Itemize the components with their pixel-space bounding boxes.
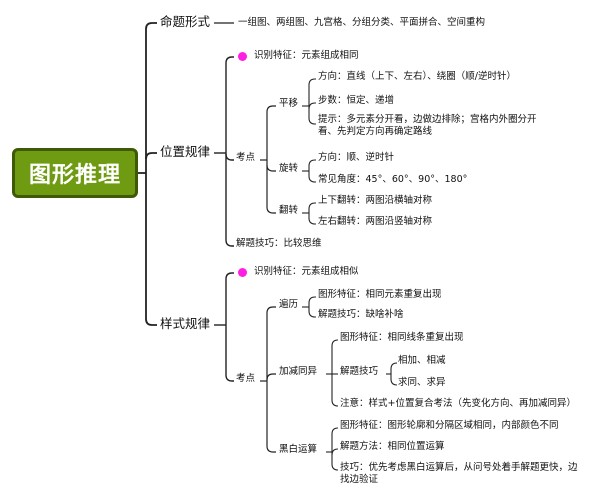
connector-line (308, 159, 316, 167)
connector-line (266, 164, 276, 172)
connector-line (225, 374, 234, 382)
pingyi-label: 平移 (279, 98, 299, 109)
bianli-feature: 图形特征：相同元素重复出现 (318, 289, 442, 300)
connector-line (308, 310, 316, 318)
connector-line (308, 202, 316, 210)
proposition-form-content: 一组图、两组图、九宫格、分组分类、平面拼合、空间重构 (238, 17, 486, 28)
topic-position-rule: 位置规律 (160, 144, 211, 159)
connector-line (331, 463, 339, 471)
connector-line (308, 175, 316, 183)
bianli-label: 遍历 (279, 299, 299, 310)
bullet-dot (238, 268, 247, 277)
heibai-method: 解题方法：相同位置运算 (340, 441, 445, 452)
jiajian-note: 注意：样式+位置复合考法（先变化方向、再加减同异） (340, 398, 576, 409)
bianli-skill: 解题技巧：缺啥补啥 (318, 309, 404, 320)
style-feature: 识别特征：元素组成相似 (254, 266, 359, 277)
xuanzhuan-angles: 常见角度：45°、60°、90°、180° (318, 174, 468, 185)
connector-line (308, 102, 316, 110)
heibai-feature: 图形特征：图形轮廓和分隔区域相同，内部颜色不同 (340, 420, 559, 431)
pingyi-direction: 方向：直线（上下、左右）、绕圈（顺/逆时针） (318, 71, 516, 82)
pingyi-steps: 步数：恒定、递增 (318, 95, 395, 106)
heibai-label: 黑白运算 (279, 444, 318, 455)
topic-proposition-form: 命题形式 (160, 14, 211, 29)
connector-line (266, 373, 276, 381)
connector-line (266, 206, 276, 214)
jiajian-same: 求同、求异 (398, 377, 446, 388)
connector-line (308, 117, 316, 125)
connector-line (331, 427, 339, 435)
connector-line (266, 445, 276, 453)
jiajian-label: 加减同异 (279, 366, 318, 377)
jiajian-skill: 解题技巧 (340, 366, 379, 377)
connector-line (145, 318, 157, 326)
connector-line (390, 362, 398, 370)
connector-line (331, 339, 339, 347)
fanzhuan-leftright: 左右翻转：两图沿竖轴对称 (318, 216, 433, 227)
connector-line (308, 217, 316, 225)
fanzhuan-updown: 上下翻转：两图沿横轴对称 (318, 195, 433, 206)
connector-line (266, 306, 276, 314)
connector-line (390, 378, 398, 386)
connector-line (225, 239, 234, 247)
jiajian-feature: 图形特征：相同线条重复出现 (340, 332, 464, 343)
style-kaodian: 考点 (236, 373, 256, 384)
connector-line (331, 448, 339, 456)
position-kaodian: 考点 (236, 152, 256, 163)
connector-line (225, 153, 234, 161)
connector-line (145, 22, 157, 30)
position-feature: 识别特征：元素组成相同 (254, 50, 359, 61)
connector-line (225, 272, 234, 280)
connector-line (225, 56, 234, 64)
jiajian-add: 相加、相减 (398, 355, 446, 366)
root-node-title: 图形推理 (12, 148, 138, 198)
connector-line (145, 152, 157, 160)
xuanzhuan-label: 旋转 (279, 163, 299, 174)
connector-line (308, 78, 316, 86)
position-skill: 解题技巧：比较思维 (236, 238, 322, 249)
fanzhuan-label: 翻转 (279, 205, 299, 216)
connector-line (308, 296, 316, 304)
pingyi-tip: 提示：多元素分开看，边做边排除；宫格内外圈分开看、先判定方向再确定路线 (318, 114, 537, 137)
topic-style-rule: 样式规律 (160, 316, 211, 331)
bullet-dot (238, 52, 247, 61)
heibai-tip: 技巧：优先考虑黑白运算后，从问号处着手解题更快，边找边验证 (340, 462, 578, 485)
connector-line (331, 399, 339, 407)
connector-line (266, 105, 276, 113)
xuanzhuan-direction: 方向：顺、逆时针 (318, 152, 395, 163)
